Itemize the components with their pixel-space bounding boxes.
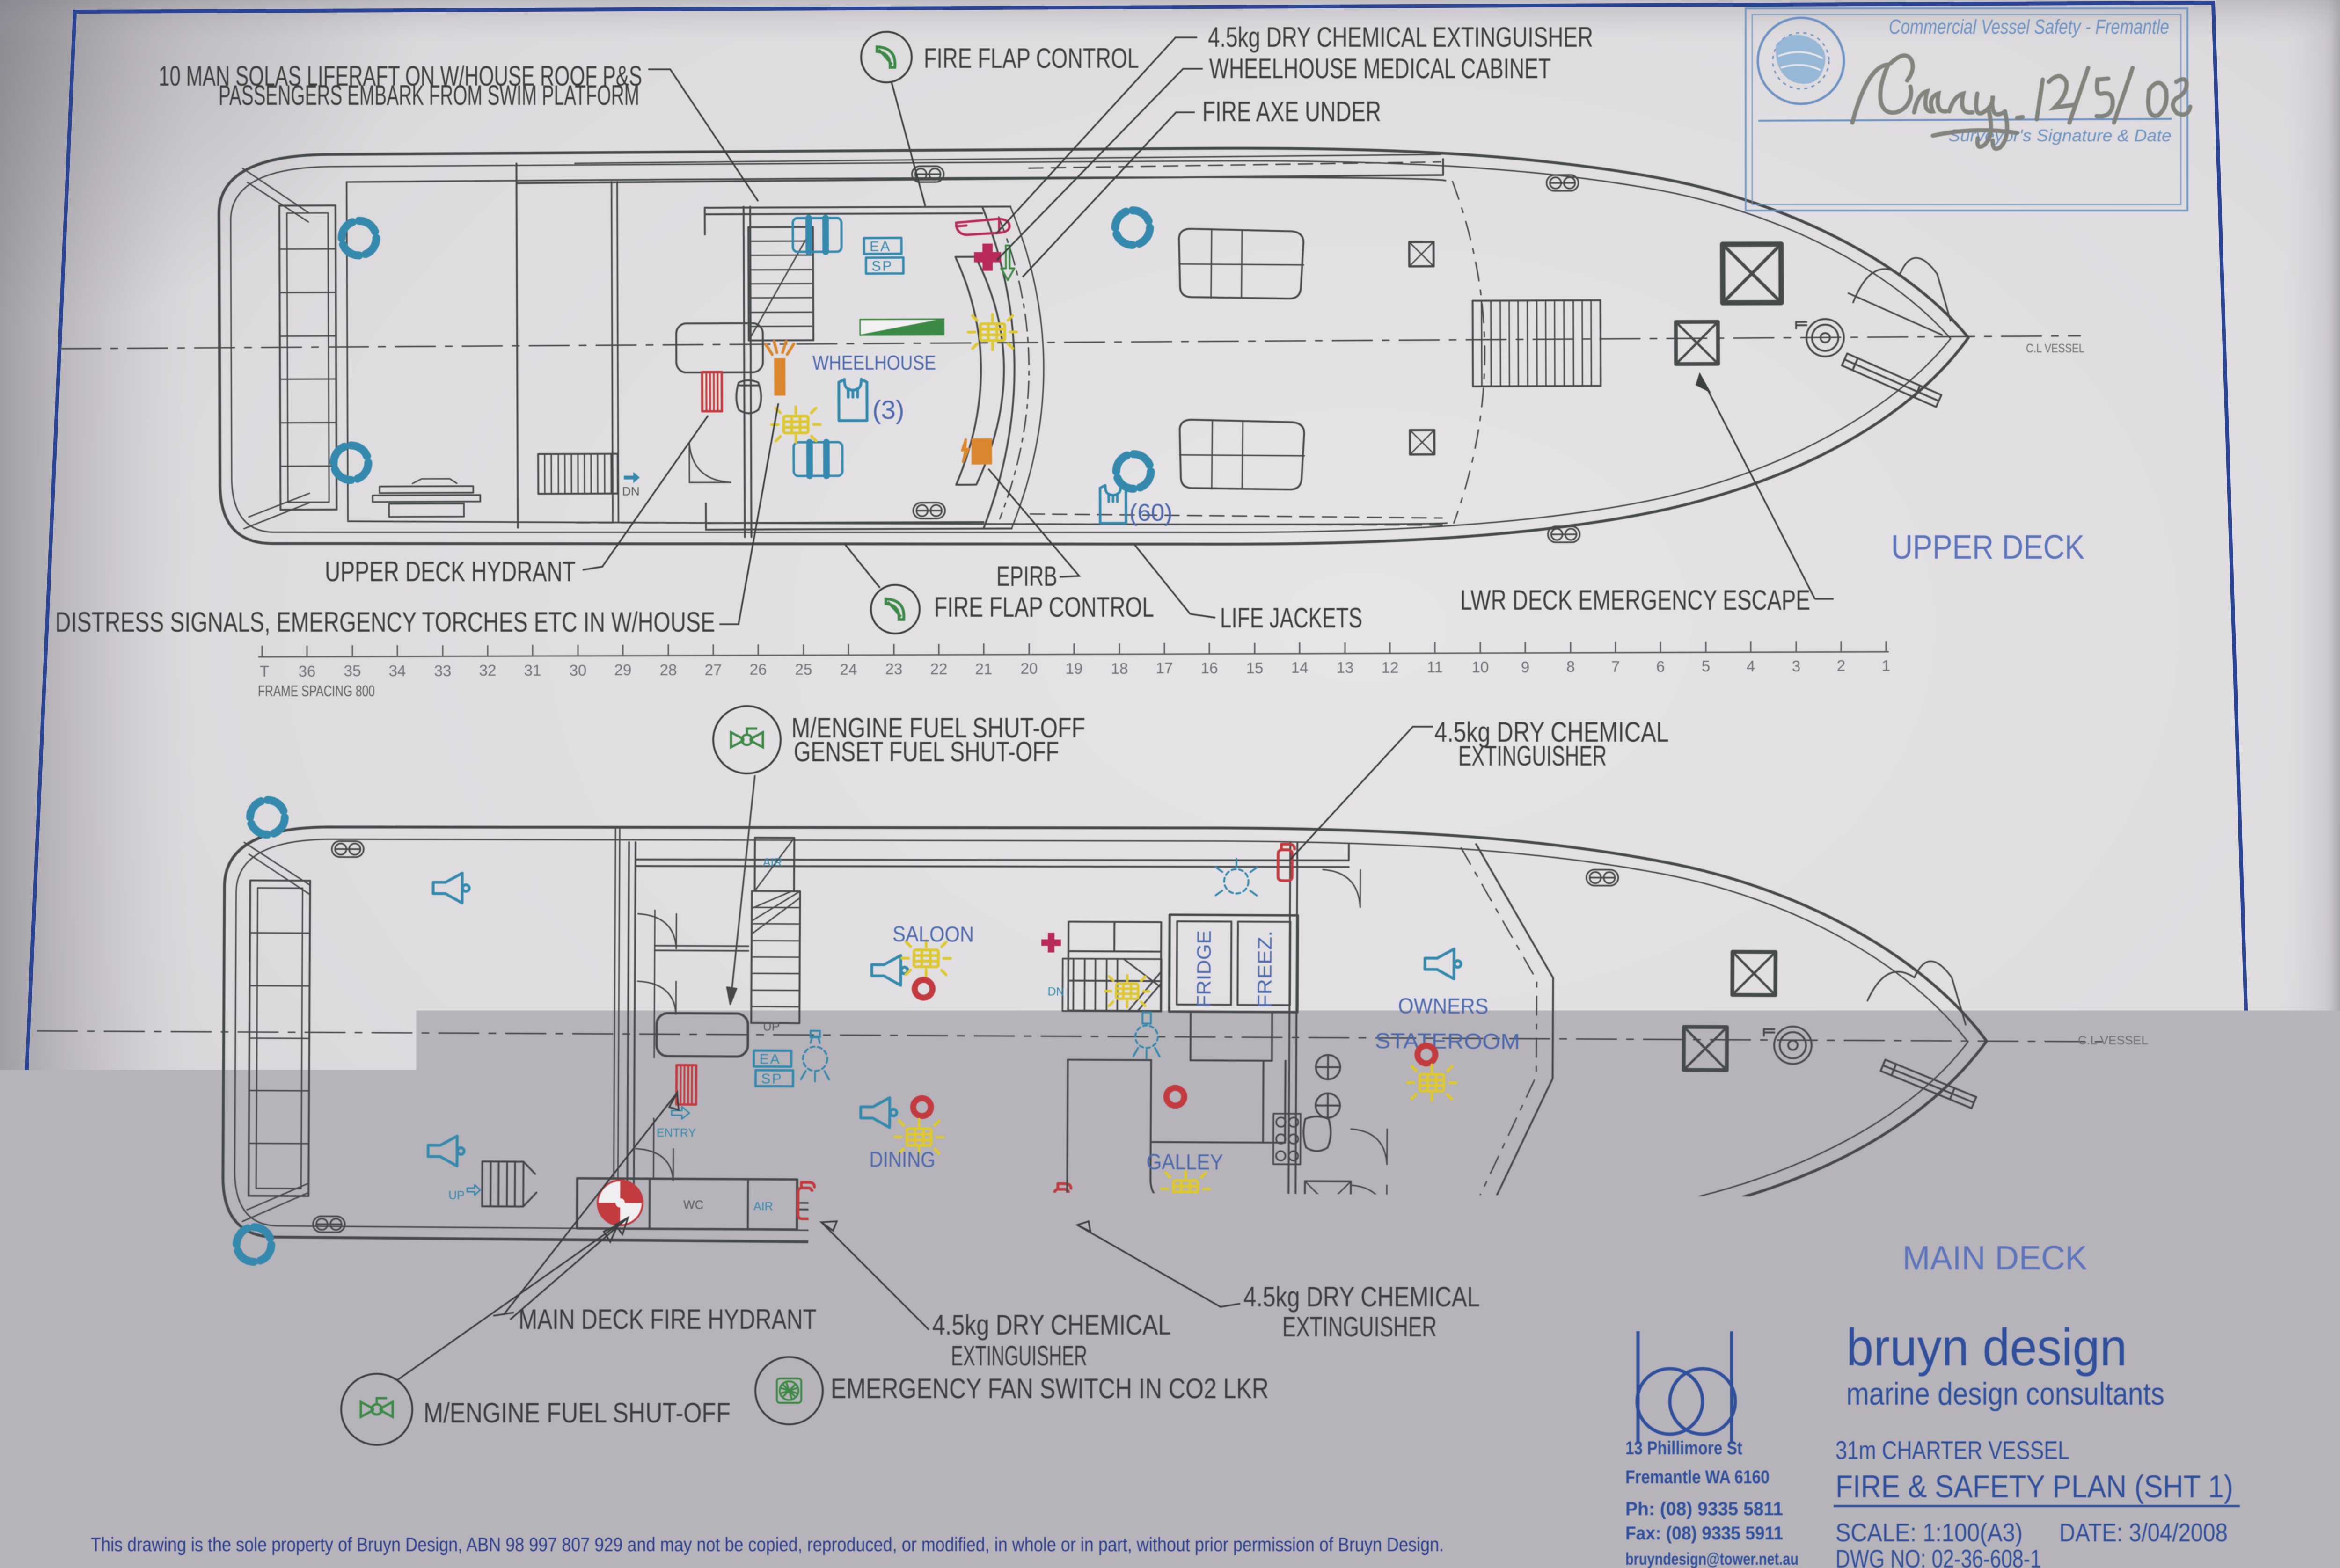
- svg-text:16: 16: [1201, 659, 1218, 677]
- svg-text:marine design consultants: marine design consultants: [1846, 1376, 2164, 1412]
- svg-text:4.5kg DRY CHEMICAL: 4.5kg DRY CHEMICAL: [1243, 1281, 1480, 1313]
- svg-text:32: 32: [479, 662, 497, 679]
- svg-text:31: 31: [524, 662, 541, 679]
- svg-text:(60): (60): [1129, 499, 1172, 526]
- svg-text:27: 27: [705, 661, 722, 678]
- svg-text:19: 19: [1066, 660, 1083, 677]
- svg-text:T: T: [260, 663, 269, 680]
- svg-text:26: 26: [750, 661, 767, 678]
- svg-text:AIR: AIR: [763, 856, 782, 869]
- svg-text:DISTRESS SIGNALS, EMERGENCY TO: DISTRESS SIGNALS, EMERGENCY TORCHES ETC …: [55, 606, 715, 638]
- svg-text:FIRE & SAFETY PLAN (SHT 1): FIRE & SAFETY PLAN (SHT 1): [1835, 1469, 2233, 1504]
- svg-text:22: 22: [930, 660, 948, 678]
- svg-text:WHEELHOUSE: WHEELHOUSE: [812, 351, 936, 374]
- svg-text:Fax: (08) 9335 5911: Fax: (08) 9335 5911: [1625, 1523, 1783, 1544]
- svg-text:SCALE: 1:100(A3): SCALE: 1:100(A3): [1835, 1518, 2023, 1547]
- svg-text:9: 9: [1521, 658, 1529, 676]
- svg-text:14: 14: [1291, 659, 1309, 676]
- svg-text:C.L VESSEL: C.L VESSEL: [2026, 341, 2084, 355]
- svg-text:UPPER DECK: UPPER DECK: [1891, 529, 2084, 566]
- svg-text:bruyn design: bruyn design: [1846, 1318, 2127, 1377]
- svg-text:FREEZ.: FREEZ.: [1253, 931, 1276, 1008]
- svg-text:MAIN DECK: MAIN DECK: [1902, 1240, 2087, 1277]
- svg-text:MAIN DECK FIRE HYDRANT: MAIN DECK FIRE HYDRANT: [519, 1304, 817, 1335]
- svg-text:DN: DN: [622, 484, 640, 498]
- svg-text:FRAME SPACING 800: FRAME SPACING 800: [258, 682, 375, 700]
- svg-text:M/ENGINE FUEL SHUT-OFF: M/ENGINE FUEL SHUT-OFF: [424, 1397, 731, 1429]
- svg-text:EXTINGUISHER: EXTINGUISHER: [951, 1340, 1087, 1371]
- svg-text:SALOON: SALOON: [892, 922, 974, 947]
- svg-text:ENTRY: ENTRY: [657, 1126, 696, 1139]
- svg-text:10: 10: [1472, 658, 1489, 676]
- svg-text:30: 30: [570, 662, 587, 679]
- svg-text:15: 15: [1246, 659, 1264, 677]
- svg-text:33: 33: [434, 662, 452, 679]
- svg-text:2: 2: [1837, 657, 1845, 674]
- svg-text:EMERGENCY FAN SWITCH IN CO2 LK: EMERGENCY FAN SWITCH IN CO2 LKR: [831, 1373, 1269, 1404]
- svg-text:DN: DN: [1047, 985, 1064, 998]
- svg-text:(3): (3): [872, 395, 904, 424]
- svg-text:29: 29: [614, 661, 632, 678]
- svg-text:FIRE FLAP CONTROL: FIRE FLAP CONTROL: [934, 591, 1154, 623]
- svg-text:4.5kg DRY CHEMICAL: 4.5kg DRY CHEMICAL: [932, 1309, 1171, 1341]
- svg-text:C.L VESSEL: C.L VESSEL: [2078, 1033, 2148, 1047]
- svg-text:31m CHARTER VESSEL: 31m CHARTER VESSEL: [1835, 1436, 2069, 1465]
- svg-text:36: 36: [299, 663, 316, 680]
- svg-text:3: 3: [1792, 657, 1800, 675]
- svg-text:8: 8: [1566, 658, 1575, 675]
- svg-text:5: 5: [1702, 657, 1710, 675]
- svg-text:EPIRB: EPIRB: [996, 561, 1057, 592]
- svg-text:24: 24: [840, 661, 857, 678]
- svg-text:PASSENGERS EMBARK FROM SWIM PL: PASSENGERS EMBARK FROM SWIM PLATFORM: [219, 80, 639, 111]
- svg-text:DWG NO: 02-36-608-1: DWG NO: 02-36-608-1: [1835, 1544, 2041, 1568]
- svg-text:17: 17: [1156, 659, 1173, 677]
- svg-text:25: 25: [795, 661, 812, 678]
- svg-text:LWR DECK EMERGENCY ESCAPE: LWR DECK EMERGENCY ESCAPE: [1460, 584, 1810, 616]
- svg-text:WHEELHOUSE MEDICAL CABINET: WHEELHOUSE MEDICAL CABINET: [1209, 53, 1551, 84]
- svg-text:UP: UP: [448, 1189, 465, 1202]
- svg-text:12: 12: [1382, 659, 1399, 676]
- svg-text:4: 4: [1747, 657, 1755, 675]
- svg-text:11: 11: [1427, 658, 1443, 676]
- svg-text:STATEROOM: STATEROOM: [1375, 1028, 1520, 1054]
- svg-text:WC: WC: [683, 1197, 703, 1211]
- svg-text:Fremantle WA 6160: Fremantle WA 6160: [1625, 1467, 1770, 1488]
- svg-text:This drawing is the sole prope: This drawing is the sole property of Bru…: [91, 1533, 1444, 1555]
- svg-text:18: 18: [1111, 660, 1128, 677]
- svg-text:20: 20: [1021, 660, 1038, 677]
- svg-text:35: 35: [344, 662, 361, 679]
- svg-text:13 Phillimore St: 13 Phillimore St: [1625, 1438, 1742, 1459]
- svg-text:13: 13: [1337, 659, 1354, 676]
- svg-text:21: 21: [975, 660, 993, 678]
- svg-text:6: 6: [1656, 658, 1665, 675]
- svg-text:34: 34: [389, 662, 406, 679]
- svg-text:1: 1: [1882, 657, 1890, 674]
- svg-text:DATE: 3/04/2008: DATE: 3/04/2008: [2059, 1518, 2228, 1547]
- svg-text:Ph: (08) 9335 5811: Ph: (08) 9335 5811: [1625, 1499, 1783, 1519]
- svg-text:EXTINGUISHER: EXTINGUISHER: [1458, 740, 1607, 772]
- svg-text:28: 28: [660, 661, 677, 678]
- svg-text:Commercial Vessel Safety - Fre: Commercial Vessel Safety - Fremantle: [1889, 15, 2169, 38]
- svg-text:LIFE JACKETS: LIFE JACKETS: [1220, 602, 1362, 634]
- svg-text:OWNERS: OWNERS: [1398, 993, 1488, 1018]
- svg-text:FIRE FLAP CONTROL: FIRE FLAP CONTROL: [924, 43, 1139, 74]
- svg-text:GENSET FUEL SHUT-OFF: GENSET FUEL SHUT-OFF: [794, 736, 1059, 767]
- svg-text:FRIDGE: FRIDGE: [1192, 930, 1215, 1007]
- svg-text:UPPER DECK HYDRANT: UPPER DECK HYDRANT: [325, 556, 576, 587]
- svg-text:AIR: AIR: [753, 1200, 773, 1213]
- svg-text:FIRE AXE UNDER: FIRE AXE UNDER: [1202, 96, 1381, 127]
- svg-text:DINING: DINING: [869, 1147, 935, 1172]
- svg-text:UP: UP: [763, 1019, 780, 1033]
- svg-text:23: 23: [885, 660, 903, 678]
- svg-text:EXTINGUISHER: EXTINGUISHER: [1282, 1311, 1437, 1342]
- svg-text:4.5kg DRY CHEMICAL EXTINGUISHE: 4.5kg DRY CHEMICAL EXTINGUISHER: [1208, 22, 1593, 53]
- svg-text:bruyndesign@tower.net.au: bruyndesign@tower.net.au: [1625, 1549, 1799, 1568]
- svg-text:7: 7: [1611, 658, 1620, 675]
